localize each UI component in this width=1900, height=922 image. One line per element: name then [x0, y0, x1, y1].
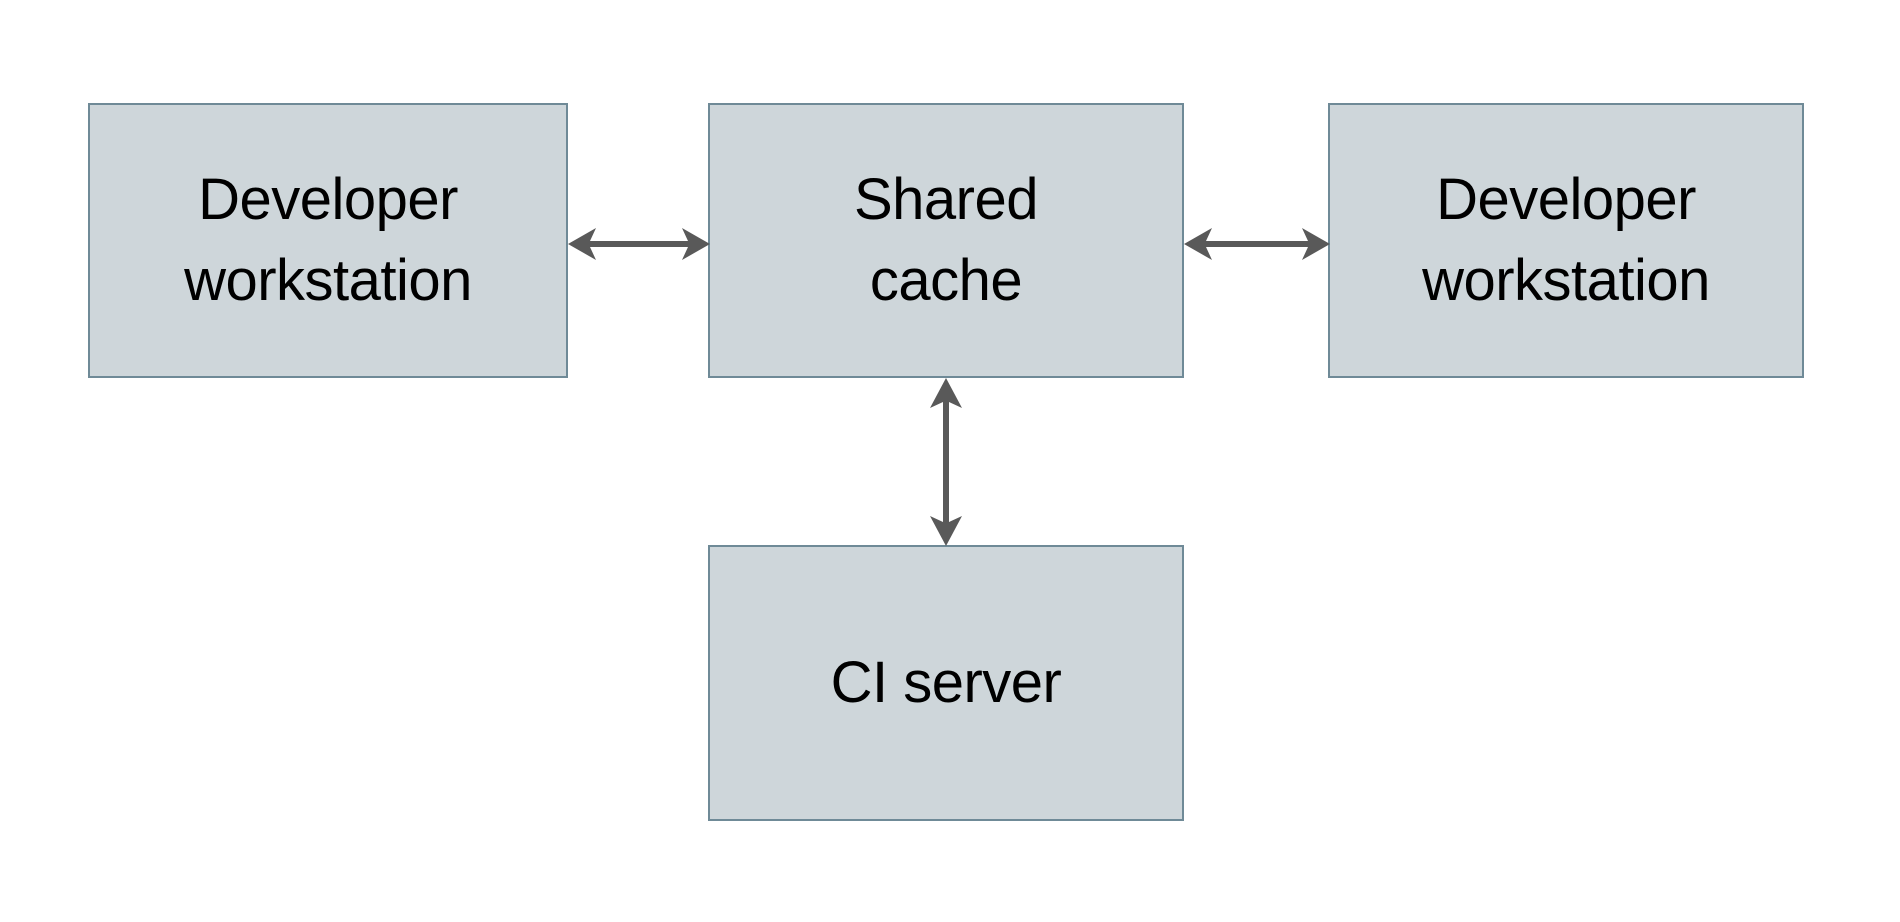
connector-shared-cache-to-developer-right[interactable] [1182, 216, 1332, 272]
double-headed-arrow-icon [568, 228, 710, 260]
node-label-developer-workstation-left: Developer workstation [184, 167, 472, 313]
node-label-ci-server: CI server [830, 649, 1062, 715]
node-developer-workstation-right[interactable]: Developer workstation [1328, 103, 1804, 378]
double-headed-arrow-icon [1184, 228, 1330, 260]
connector-developer-left-to-shared-cache[interactable] [566, 216, 712, 272]
node-label-shared-cache: Shared cache [853, 167, 1039, 313]
connector-ci-server-to-shared-cache[interactable] [918, 376, 974, 548]
node-developer-workstation-left[interactable]: Developer workstation [88, 103, 568, 378]
double-headed-arrow-icon [930, 378, 962, 546]
node-shared-cache[interactable]: Shared cache [708, 103, 1184, 378]
node-label-developer-workstation-right: Developer workstation [1422, 167, 1710, 313]
node-ci-server[interactable]: CI server [708, 545, 1184, 821]
